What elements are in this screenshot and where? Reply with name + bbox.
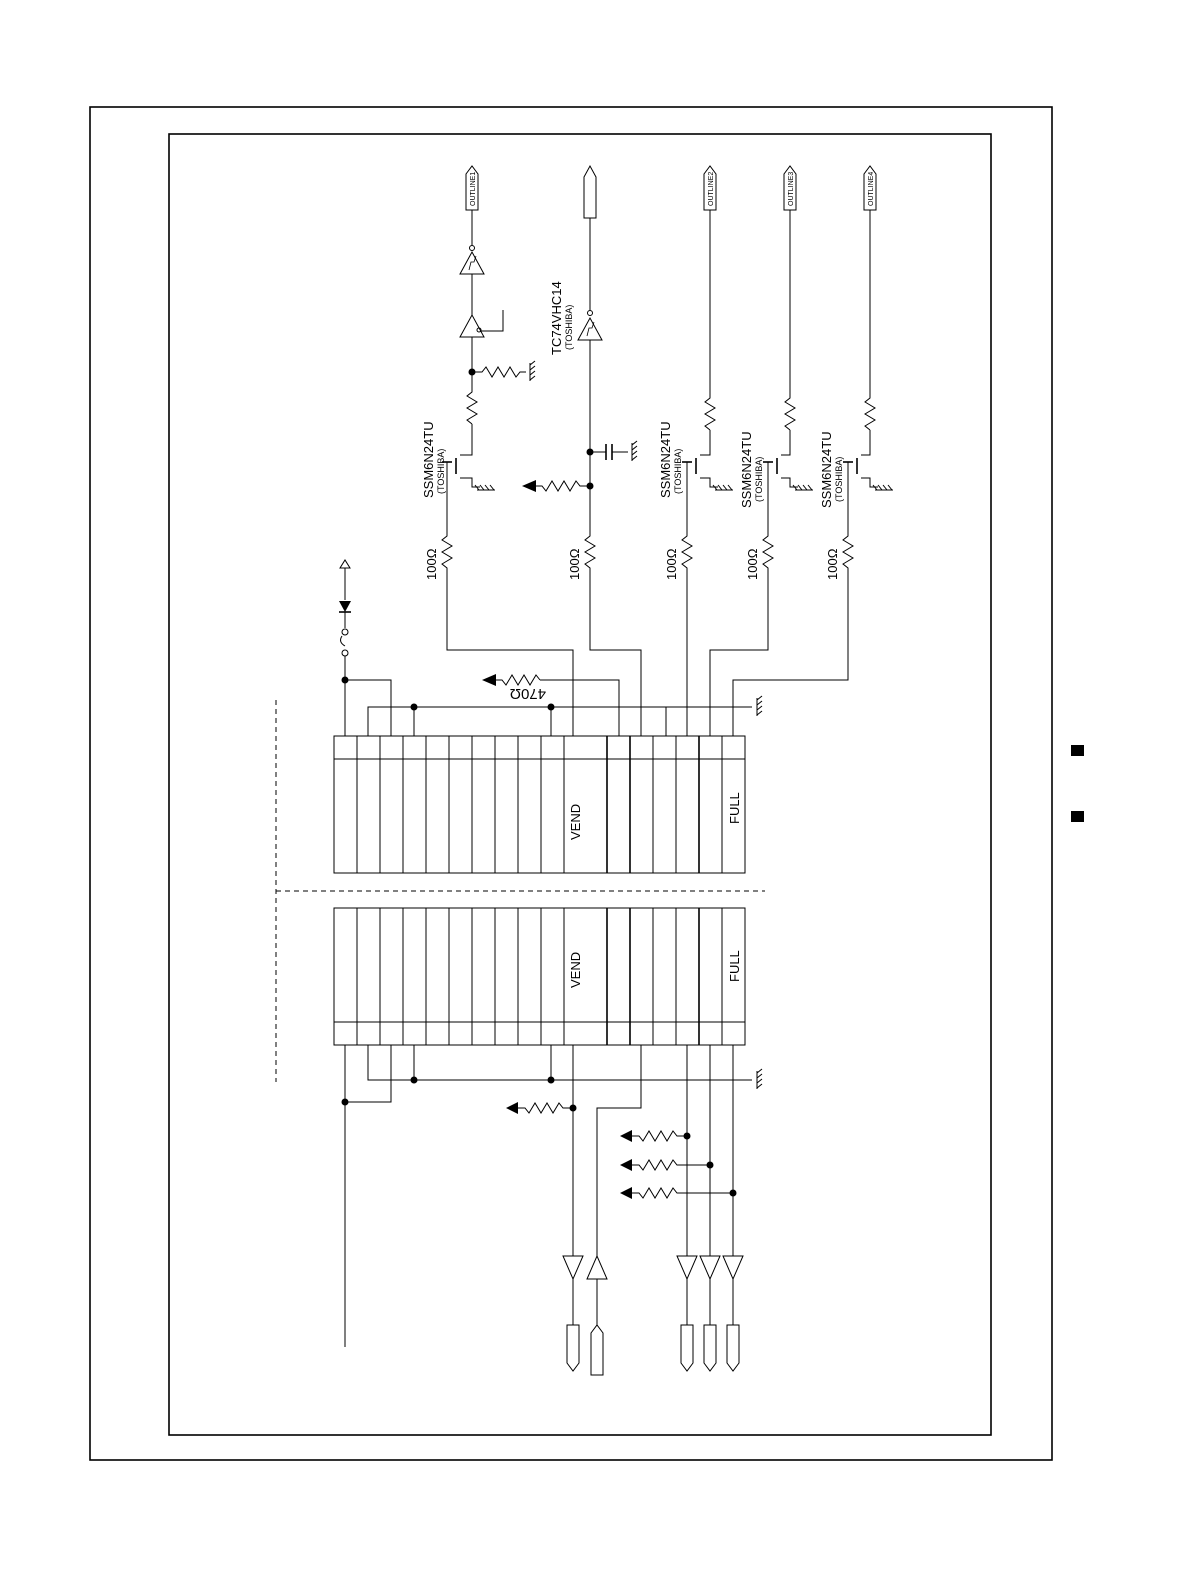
r470-label: 470Ω: [510, 685, 546, 702]
full-upper: FULL: [727, 792, 742, 824]
connector-upper: [334, 736, 745, 873]
margin-marker-bottom: [1071, 811, 1084, 822]
vend-lower: VEND: [568, 952, 583, 988]
r100-1-label: 100Ω: [424, 548, 439, 580]
fet3-maker: (TOSHIBA): [754, 457, 764, 502]
fet1-part: SSM6N24TU: [421, 421, 436, 498]
outline2-label: OUTLINE2: [708, 172, 715, 206]
channel-outline4: [843, 166, 893, 576]
vend-upper: VEND: [568, 804, 583, 840]
margin-marker-top: [1071, 745, 1084, 756]
ic-maker: (TOSHIBA): [564, 305, 574, 350]
channel-outline2: [682, 166, 733, 576]
connector-lower: [334, 908, 745, 1045]
channel-outline3: [763, 166, 813, 576]
outline4-label: OUTLINE4: [868, 172, 875, 206]
lower-wiring: [368, 1045, 762, 1375]
channel-vhc14: [522, 166, 637, 576]
full-lower: FULL: [727, 950, 742, 982]
r100-3-label: 100Ω: [664, 548, 679, 580]
outline1-label: OUTLINE1: [470, 172, 477, 206]
inner-frame: [169, 134, 991, 1435]
fet4-part: SSM6N24TU: [819, 431, 834, 508]
buffer-out: [563, 1256, 583, 1279]
fet2-part: SSM6N24TU: [658, 421, 673, 498]
inverter-1b: [460, 252, 484, 274]
fet3-part: SSM6N24TU: [739, 431, 754, 508]
channel-outline1: [442, 166, 535, 576]
power-entry: [339, 560, 391, 1347]
fet4-maker: (TOSHIBA): [834, 457, 844, 502]
fet2-maker: (TOSHIBA): [673, 449, 683, 494]
ic-part: TC74VHC14: [549, 281, 564, 355]
upper-wiring: [368, 576, 848, 736]
r100-5-label: 100Ω: [825, 548, 840, 580]
r100-2-label: 100Ω: [567, 548, 582, 580]
buffer-in: [587, 1256, 607, 1279]
outline3-label: OUTLINE3: [788, 172, 795, 206]
r100-4-label: 100Ω: [745, 548, 760, 580]
fet1-maker: (TOSHIBA): [436, 449, 446, 494]
text-labels: OUTLINE1 OUTLINE2 OUTLINE3 OUTLINE4 SSM6…: [421, 172, 875, 988]
inverter-1a: [460, 315, 484, 337]
inverter-vhc14: [578, 318, 602, 340]
